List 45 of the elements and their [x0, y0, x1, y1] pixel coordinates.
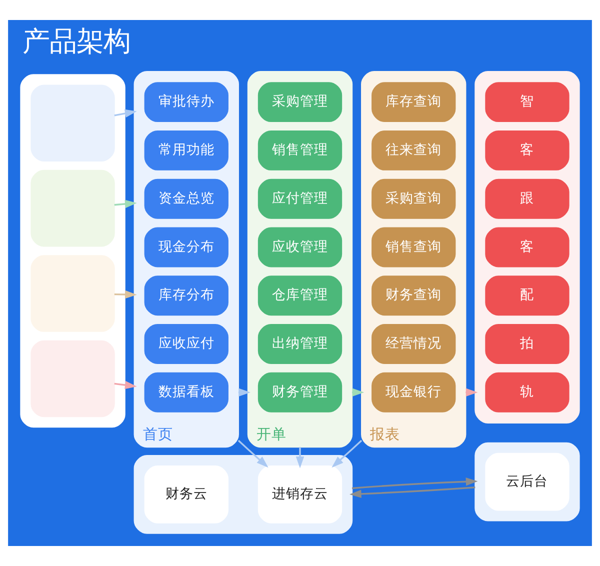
node-box: 客: [485, 227, 570, 268]
node-box: 销售查询: [372, 227, 456, 268]
node-box: 现金分布: [144, 227, 228, 268]
node-box: 出纳管理: [258, 324, 342, 364]
arrow: [296, 447, 304, 468]
arrow: [114, 290, 137, 299]
node-box: 往来查询: [372, 130, 456, 170]
node-box: 仓库管理: [258, 276, 342, 316]
arrow: [114, 109, 137, 118]
arrow: [114, 380, 137, 390]
node-box: 配: [485, 276, 570, 316]
node-box: 智: [485, 82, 570, 122]
node-box: 资金总览: [144, 178, 228, 219]
node-box: 数据看板: [144, 372, 228, 412]
node-box: 现金银行: [372, 372, 456, 412]
node-box: 拍: [485, 324, 570, 364]
node-box: 销售管理: [258, 130, 342, 170]
node-box: 应收管理: [258, 227, 342, 268]
arrow: [238, 440, 268, 468]
diagram-title: 产品架构: [22, 26, 130, 58]
node-box: [30, 84, 115, 162]
node-box: 财务管理: [258, 372, 342, 412]
cluster: [474, 71, 580, 424]
node-box: 审批待办: [144, 82, 228, 122]
node-box: 应付管理: [258, 178, 342, 219]
node-box: 进销存云: [258, 466, 342, 524]
node-box: [30, 340, 115, 418]
node-box: 库存查询: [372, 82, 456, 122]
arrow: [352, 478, 478, 490]
node-box: 采购查询: [372, 178, 456, 219]
arrow: [350, 486, 476, 498]
arrow: [332, 440, 362, 468]
node-box: 库存分布: [144, 276, 228, 316]
node-box: 常用功能: [144, 130, 228, 170]
cluster: [474, 442, 580, 522]
arrow: [114, 200, 137, 208]
node-box: 轨: [485, 372, 570, 412]
node-box: 经营情况: [372, 324, 456, 364]
node-box: [30, 255, 115, 332]
node-box: 应收应付: [144, 324, 228, 364]
node-box: 财务查询: [372, 276, 456, 316]
node-box: 采购管理: [258, 82, 342, 122]
node-box: 客: [485, 130, 570, 170]
node-box: [30, 170, 115, 247]
node-box: 跟: [485, 178, 570, 219]
